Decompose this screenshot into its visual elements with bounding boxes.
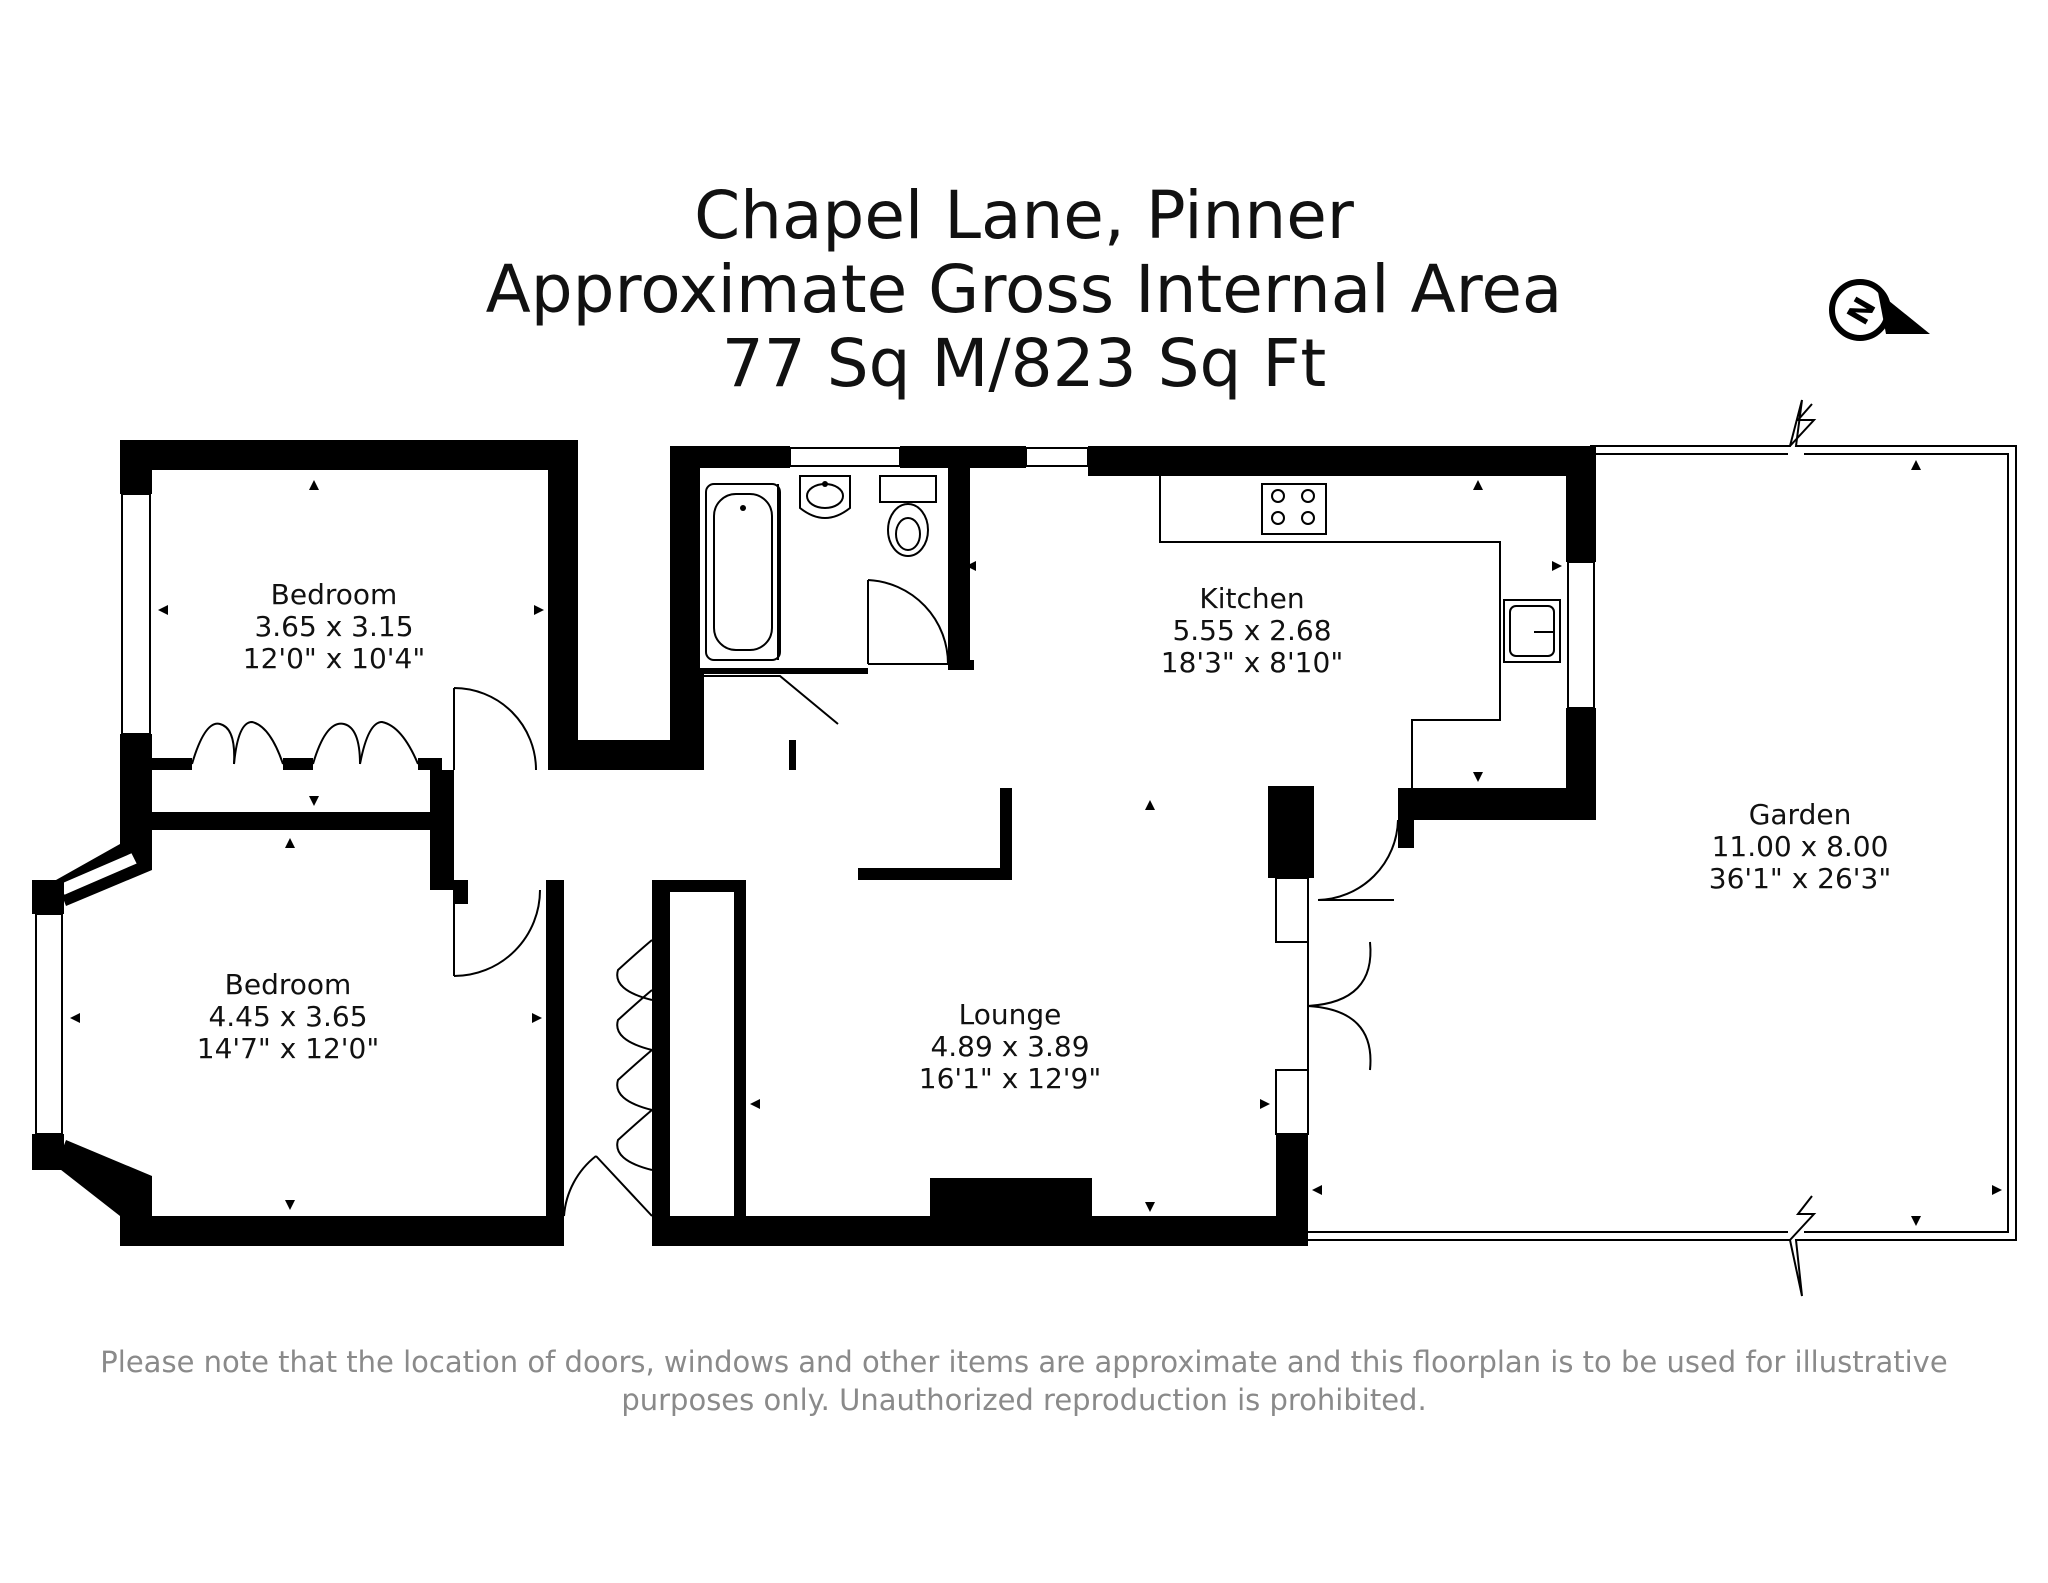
kitchen-walls	[1398, 446, 1596, 848]
compass-letter: N	[1841, 292, 1884, 331]
disclaimer-line-1: Please note that the location of doors, …	[100, 1345, 1947, 1379]
bedroom-walls	[32, 440, 578, 1246]
bathroom-door	[867, 579, 950, 665]
disclaimer: Please note that the location of doors, …	[100, 1345, 1947, 1417]
hall-wardrobe	[616, 939, 653, 1171]
basin-icon	[799, 475, 851, 519]
wardrobe-doors	[191, 720, 419, 765]
room-imperial: 18'3" x 8'10"	[1161, 646, 1343, 679]
room-name: Garden	[1749, 798, 1852, 831]
page-title: Chapel Lane, Pinner Approximate Gross In…	[486, 177, 1563, 402]
room-imperial: 12'0" x 10'4"	[243, 642, 425, 675]
patio-doors	[1307, 941, 1372, 1071]
room-metric: 11.00 x 8.00	[1712, 830, 1889, 863]
cupboard-walls	[698, 670, 839, 770]
room-label-kitchen: Kitchen 5.55 x 2.68 18'3" x 8'10"	[1161, 582, 1343, 679]
room-name: Lounge	[959, 998, 1062, 1031]
room-name: Kitchen	[1199, 582, 1304, 615]
title-area-label: Approximate Gross Internal Area	[486, 251, 1563, 328]
room-metric: 3.65 x 3.15	[254, 610, 413, 643]
kitchen-door	[1317, 819, 1399, 901]
room-imperial: 36'1" x 26'3"	[1709, 862, 1891, 895]
title-address: Chapel Lane, Pinner	[694, 177, 1355, 254]
disclaimer-line-2: purposes only. Unauthorized reproduction…	[621, 1383, 1426, 1417]
bath-icon	[705, 483, 781, 661]
title-area-value: 77 Sq M/823 Sq Ft	[722, 325, 1326, 402]
room-metric: 5.55 x 2.68	[1172, 614, 1331, 647]
garden-outline	[1306, 399, 2017, 1297]
room-label-bedroom-2: Bedroom 4.45 x 3.65 14'7" x 12'0"	[197, 968, 379, 1065]
toilet-icon	[879, 475, 937, 557]
bathroom-walls	[578, 446, 1594, 770]
room-label-lounge: Lounge 4.89 x 3.89 16'1" x 12'9"	[919, 998, 1101, 1095]
lounge-walls	[652, 786, 1314, 1246]
room-metric: 4.45 x 3.65	[208, 1000, 367, 1033]
lounge-entry-door	[563, 1155, 653, 1217]
bedroom-doors	[453, 687, 541, 977]
room-name: Bedroom	[225, 968, 352, 1001]
room-label-bedroom-1: Bedroom 3.65 x 3.15 12'0" x 10'4"	[243, 578, 425, 675]
north-compass-icon: N	[1829, 279, 1930, 341]
hob-icon	[1261, 483, 1327, 535]
room-label-garden: Garden 11.00 x 8.00 36'1" x 26'3"	[1709, 798, 1891, 895]
dimension-arrows	[70, 460, 2002, 1226]
kitchen-worktop	[1159, 476, 1501, 788]
room-imperial: 16'1" x 12'9"	[919, 1062, 1101, 1095]
room-imperial: 14'7" x 12'0"	[197, 1032, 379, 1065]
room-name: Bedroom	[271, 578, 398, 611]
room-metric: 4.89 x 3.89	[930, 1030, 1089, 1063]
sink-icon	[1503, 599, 1561, 663]
